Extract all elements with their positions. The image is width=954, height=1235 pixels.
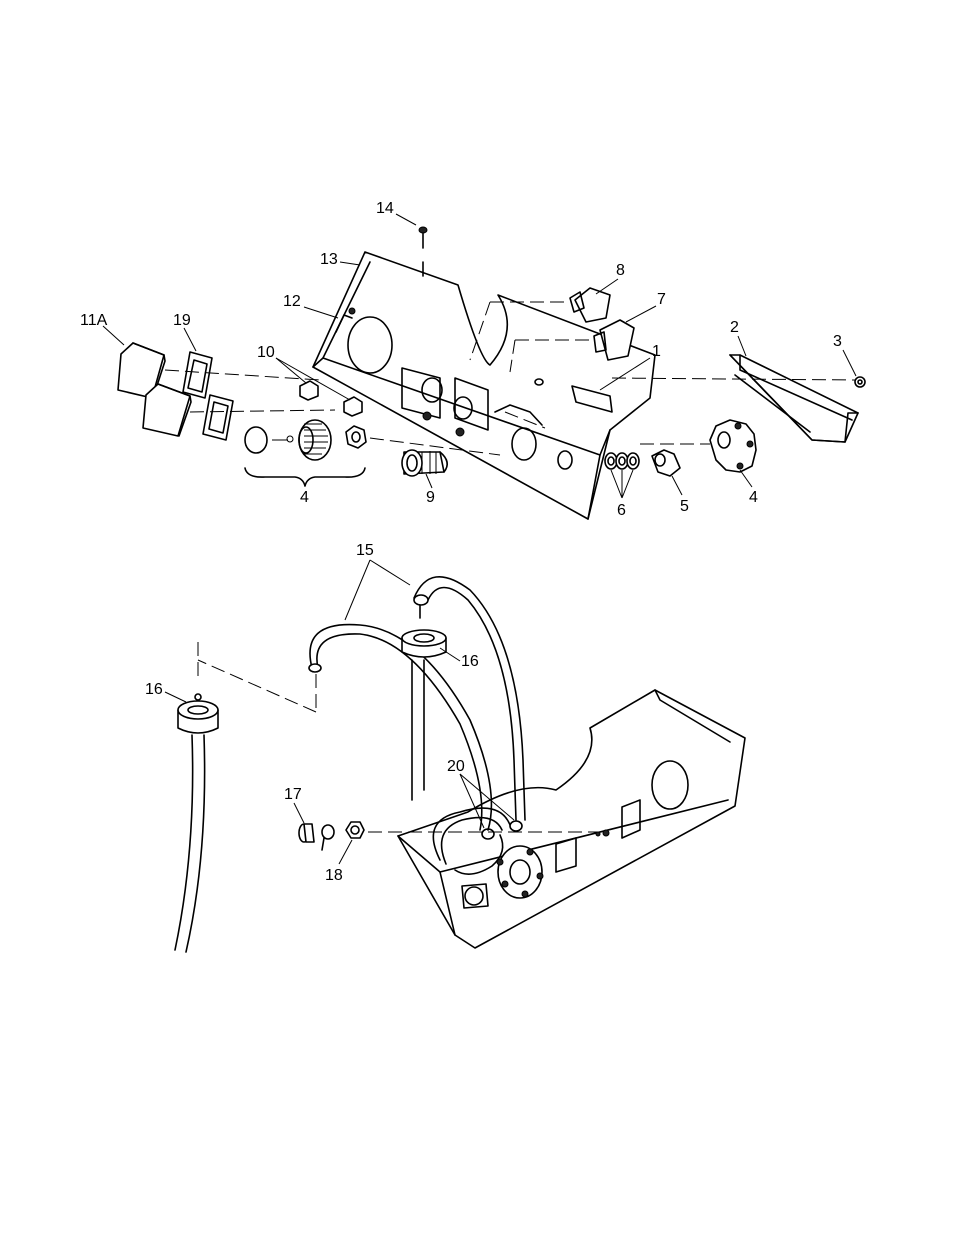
grommet-part-9 [402,450,447,476]
control-panel-assembled [398,690,745,948]
callout-10: 10 [257,344,275,361]
screw-part-14 [419,227,427,276]
callout-3: 3 [833,333,842,350]
callout-15: 15 [356,542,374,559]
callout-16-upper: 16 [461,653,479,670]
callout-17: 17 [284,786,302,803]
callout-12: 12 [283,293,301,310]
callout-5: 5 [680,498,689,515]
knob-assembled [497,846,543,898]
callout-20: 20 [447,758,465,775]
callout-19: 19 [173,312,191,329]
callout-7: 7 [657,291,666,308]
callout-8: 8 [616,262,625,279]
strain-relief-part-16-lower [175,694,218,952]
callout-18: 18 [325,867,343,884]
callout-9: 9 [426,489,435,506]
rocker-button-part-11a [118,343,191,436]
power-cord-part-15 [198,577,525,830]
callout-4-left: 4 [300,489,309,506]
callout-6: 6 [617,502,626,519]
nut-part-3 [855,377,865,387]
callout-2: 2 [730,319,739,336]
washer-set-part-6 [605,453,639,469]
callout-13: 13 [320,251,338,268]
top-assembly: 14 13 8 7 12 11A 19 2 3 1 10 4 9 [80,200,865,519]
callout-14: 14 [376,200,394,217]
callout-4-right: 4 [749,489,758,506]
strain-relief-part-16-upper [402,630,446,800]
callout-1: 1 [652,343,661,360]
bottom-assembly: 15 16 16 20 17 18 [145,542,745,952]
nut-part-5 [652,450,680,476]
terminal-part-17 [299,824,334,850]
callout-16-lower: 16 [145,681,163,698]
